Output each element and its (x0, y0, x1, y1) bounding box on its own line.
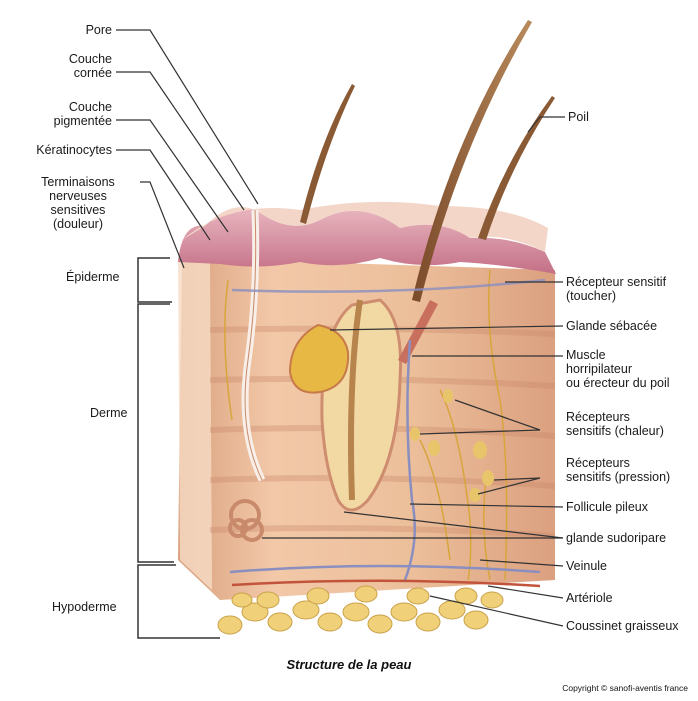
label-muscle: Muscle horripilateur ou érecteur du poil (566, 348, 670, 390)
label-coussinet: Coussinet graisseux (566, 619, 679, 633)
label-derme: Derme (90, 406, 128, 420)
label-arteriole: Artériole (566, 591, 613, 605)
label-pore: Pore (40, 23, 112, 37)
label-hypoderme: Hypoderme (52, 600, 117, 614)
diagram-title: Structure de la peau (0, 657, 698, 672)
label-recepteurs-pression: Récepteurs sensitifs (pression) (566, 456, 670, 484)
dermis-side (178, 258, 212, 590)
label-glande-sudoripare: glande sudoripare (566, 531, 666, 545)
label-glande-sebacee: Glande sébacée (566, 319, 657, 333)
label-epiderme: Épiderme (66, 270, 120, 284)
label-keratinocytes: Kératinocytes (10, 143, 112, 157)
label-follicule: Follicule pileux (566, 500, 648, 514)
label-couche-pigmentee: Couche pigmentée (20, 100, 112, 128)
label-poil: Poil (568, 110, 589, 124)
hair-left (300, 84, 355, 224)
label-couche-cornee: Couche cornée (30, 52, 112, 80)
copyright-notice: Copyright © sanofi-aventis france (562, 683, 688, 693)
label-recepteur-toucher: Récepteur sensitif (toucher) (566, 275, 666, 303)
label-terminaisons: Terminaisons nerveuses sensitives (doule… (20, 175, 136, 231)
label-recepteurs-chaleur: Récepteurs sensitifs (chaleur) (566, 410, 664, 438)
label-veinule: Veinule (566, 559, 607, 573)
